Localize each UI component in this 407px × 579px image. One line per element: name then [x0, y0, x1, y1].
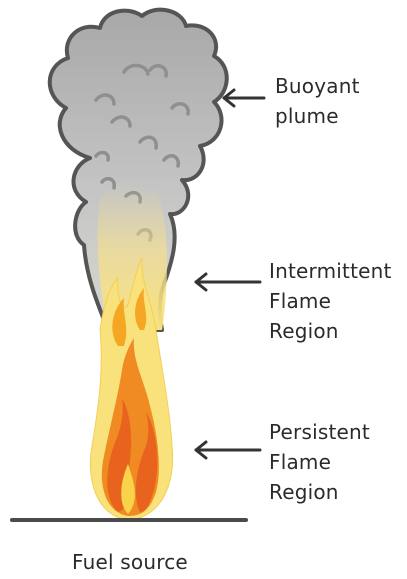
- persistent-flame-label-line1: Persistent: [269, 417, 370, 447]
- buoyant-plume-label: Buoyant plume: [275, 71, 360, 131]
- buoyant-plume-label-line2: plume: [275, 101, 360, 131]
- fuel-source-label: Fuel source: [72, 548, 188, 576]
- arrow-persistent: [196, 442, 260, 458]
- buoyant-plume-label-line1: Buoyant: [275, 71, 360, 101]
- persistent-flame-label: Persistent Flame Region: [269, 417, 370, 507]
- persistent-flame-label-line2: Flame: [269, 447, 370, 477]
- arrow-intermittent: [196, 274, 260, 290]
- intermittent-flame-label-line3: Region: [269, 316, 392, 346]
- intermittent-flame-label: Intermittent Flame Region: [269, 256, 392, 346]
- arrow-plume: [224, 90, 264, 106]
- intermittent-flame-label-line1: Intermittent: [269, 256, 392, 286]
- intermittent-flame-label-line2: Flame: [269, 286, 392, 316]
- persistent-flame-label-line3: Region: [269, 477, 370, 507]
